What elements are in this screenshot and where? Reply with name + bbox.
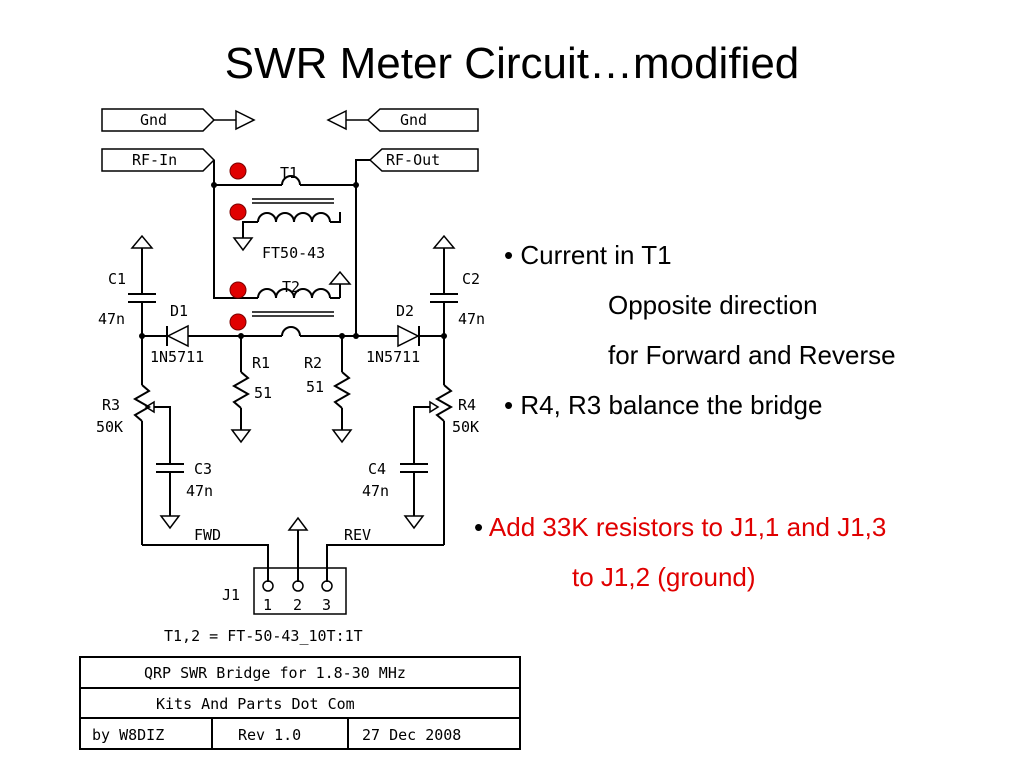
diode-d2: D2 1N5711 bbox=[356, 302, 444, 366]
svg-text:RF-In: RF-In bbox=[132, 151, 177, 169]
slide-title: SWR Meter Circuit…modified bbox=[224, 39, 800, 88]
svg-text:by W8DIZ: by W8DIZ bbox=[92, 726, 164, 744]
svg-text:2: 2 bbox=[293, 596, 302, 614]
svg-text:J1: J1 bbox=[222, 586, 240, 604]
junction-dots bbox=[139, 182, 447, 339]
potentiometer-r4: R4 50K bbox=[413, 336, 479, 545]
svg-text:Gnd: Gnd bbox=[400, 111, 427, 129]
svg-text:R1: R1 bbox=[252, 354, 270, 372]
svg-text:REV: REV bbox=[344, 526, 371, 544]
svg-text:D2: D2 bbox=[396, 302, 414, 320]
svg-text:50K: 50K bbox=[96, 418, 123, 436]
svg-text:C1: C1 bbox=[108, 270, 126, 288]
potentiometer-r3: R3 50K bbox=[96, 336, 171, 545]
bullet-balance: • R4, R3 balance the bridge bbox=[504, 390, 823, 420]
svg-text:51: 51 bbox=[306, 378, 324, 396]
svg-text:51: 51 bbox=[254, 384, 272, 402]
svg-text:27 Dec 2008: 27 Dec 2008 bbox=[362, 726, 461, 744]
svg-text:RF-Out: RF-Out bbox=[386, 151, 440, 169]
svg-text:C2: C2 bbox=[462, 270, 480, 288]
svg-text:47n: 47n bbox=[458, 310, 485, 328]
rf-in-port: RF-In bbox=[101, 148, 216, 172]
bullet-add-resistors-text: Add 33K resistors to J1,1 and J1,3 bbox=[488, 512, 887, 542]
rf-out-port: RF-Out bbox=[368, 148, 479, 172]
capacitor-c1: C1 47n bbox=[98, 234, 156, 336]
bullet-sub-forward-reverse: for Forward and Reverse bbox=[608, 340, 896, 370]
svg-text:R3: R3 bbox=[102, 396, 120, 414]
svg-text:47n: 47n bbox=[98, 310, 125, 328]
svg-text:47n: 47n bbox=[186, 482, 213, 500]
svg-text:1: 1 bbox=[263, 596, 272, 614]
connector-j1: J1 1 2 3 bbox=[222, 567, 347, 615]
fwd-rev-bus: FWD REV bbox=[142, 516, 444, 582]
svg-text:T1: T1 bbox=[280, 164, 298, 182]
phase-markers bbox=[229, 162, 247, 331]
gnd-left-port: Gnd bbox=[101, 108, 256, 132]
svg-text:T2: T2 bbox=[282, 278, 300, 296]
t2-secondary-dot bbox=[229, 313, 247, 331]
bullet-add-resistors-cont: to J1,2 (ground) bbox=[572, 562, 756, 592]
svg-text:Rev 1.0: Rev 1.0 bbox=[238, 726, 301, 744]
diode-d1: D1 1N5711 bbox=[142, 302, 241, 366]
svg-text:R2: R2 bbox=[304, 354, 322, 372]
svg-text:C3: C3 bbox=[194, 460, 212, 478]
svg-text:1N5711: 1N5711 bbox=[150, 348, 204, 366]
svg-text:QRP SWR Bridge for 1.8-30 MHz: QRP SWR Bridge for 1.8-30 MHz bbox=[144, 664, 406, 682]
svg-text:Kits And Parts Dot Com: Kits And Parts Dot Com bbox=[156, 695, 355, 713]
capacitor-c2: C2 47n bbox=[430, 234, 485, 336]
gnd-right-port: Gnd bbox=[326, 108, 479, 132]
svg-text:D1: D1 bbox=[170, 302, 188, 320]
explanation-notes: • Current in T1 Opposite direction for F… bbox=[504, 230, 1024, 430]
svg-text:3: 3 bbox=[322, 596, 331, 614]
resistor-r1: R1 51 bbox=[230, 336, 272, 444]
svg-text:FWD: FWD bbox=[194, 526, 221, 544]
svg-text:47n: 47n bbox=[362, 482, 389, 500]
svg-text:1N5711: 1N5711 bbox=[366, 348, 420, 366]
svg-text:C4: C4 bbox=[368, 460, 386, 478]
t2-primary-dot bbox=[229, 281, 247, 299]
resistor-r2: R2 51 bbox=[304, 336, 353, 444]
bullet-sub-direction: Opposite direction bbox=[608, 290, 818, 320]
bullet-mark: • bbox=[474, 512, 484, 542]
bullet-add-resistors: • Add 33K resistors to J1,1 and J1,3 bbox=[474, 502, 1024, 552]
t1-primary-dot bbox=[229, 162, 247, 180]
svg-text:50K: 50K bbox=[452, 418, 479, 436]
transformer-note: T1,2 = FT-50-43_10T:1T bbox=[164, 627, 363, 645]
bullet-current: • Current in T1 bbox=[504, 240, 672, 270]
capacitor-c3: C3 47n bbox=[156, 440, 213, 530]
t1-secondary-dot bbox=[229, 203, 247, 221]
svg-text:Gnd: Gnd bbox=[140, 111, 167, 129]
modification-notes: • Add 33K resistors to J1,1 and J1,3 to … bbox=[474, 502, 1024, 602]
title-block: QRP SWR Bridge for 1.8-30 MHz Kits And P… bbox=[79, 656, 521, 750]
capacitor-c4: C4 47n bbox=[362, 440, 428, 530]
svg-text:R4: R4 bbox=[458, 396, 476, 414]
svg-text:FT50-43: FT50-43 bbox=[262, 244, 325, 262]
